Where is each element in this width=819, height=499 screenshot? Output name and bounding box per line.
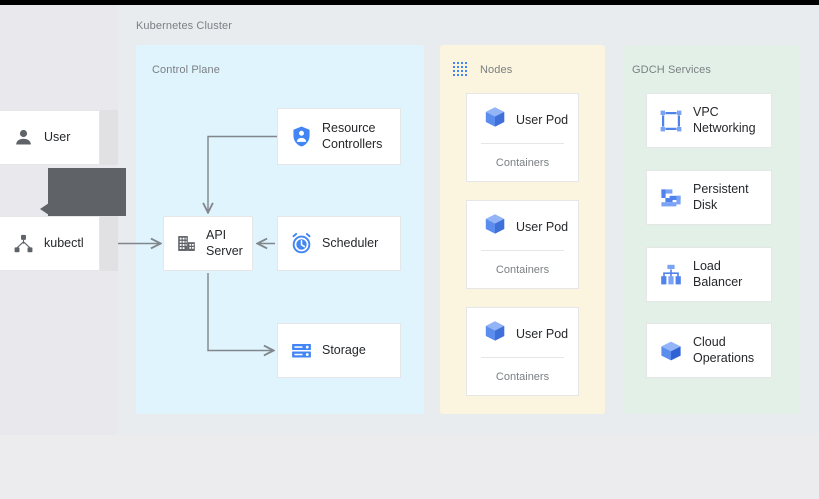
cluster-title: Kubernetes Cluster bbox=[136, 20, 232, 32]
service-label-cloud-operations: Cloud Operations bbox=[693, 335, 755, 365]
component-resource-controllers[interactable]: Resource Controllers bbox=[277, 108, 401, 165]
component-scheduler[interactable]: Scheduler bbox=[277, 216, 401, 271]
nodes-label: Nodes bbox=[480, 64, 513, 76]
pod-card[interactable]: User Pod Containers bbox=[466, 93, 579, 182]
shield-person-icon bbox=[290, 125, 313, 148]
actor-card-kubectl[interactable]: kubectl bbox=[0, 216, 100, 271]
pod-header: User Pod bbox=[467, 308, 578, 357]
service-card-vpc-networking[interactable]: VPC Networking bbox=[646, 93, 772, 148]
vpc-network-icon bbox=[659, 109, 683, 133]
service-label-load-balancer: Load Balancer bbox=[693, 259, 743, 289]
service-label-persistent-disk: Persistent Disk bbox=[693, 182, 749, 212]
kubectl-card-shadow bbox=[100, 216, 118, 271]
pod-label: User Pod bbox=[516, 219, 569, 234]
control-plane-label: Control Plane bbox=[152, 64, 220, 76]
service-label-vpc-networking: VPC Networking bbox=[693, 105, 756, 135]
person-icon bbox=[13, 127, 34, 148]
component-label-api-server: API Server bbox=[206, 228, 243, 258]
component-label-resource-controllers: Resource Controllers bbox=[322, 121, 383, 151]
cube-icon bbox=[483, 105, 507, 134]
service-card-cloud-operations[interactable]: Cloud Operations bbox=[646, 323, 772, 378]
pod-sublabel: Containers bbox=[495, 156, 550, 169]
pod-sublabel: Containers bbox=[495, 263, 550, 276]
pod-divider bbox=[481, 357, 564, 358]
pod-divider bbox=[481, 143, 564, 144]
component-storage[interactable]: Storage bbox=[277, 323, 401, 378]
gdch-services-label: GDCH Services bbox=[632, 64, 711, 76]
cube-icon bbox=[483, 319, 507, 348]
pod-header: User Pod bbox=[467, 201, 578, 250]
node-tree-icon bbox=[13, 233, 34, 254]
load-balancer-icon bbox=[659, 263, 683, 287]
dotted-grid-icon bbox=[453, 62, 467, 76]
server-stack-icon bbox=[290, 339, 313, 362]
cloud-operations-icon bbox=[659, 339, 683, 363]
component-label-storage: Storage bbox=[322, 342, 366, 357]
pod-header: User Pod bbox=[467, 94, 578, 143]
service-card-load-balancer[interactable]: Load Balancer bbox=[646, 247, 772, 302]
component-label-scheduler: Scheduler bbox=[322, 235, 379, 250]
alarm-clock-icon bbox=[290, 232, 313, 255]
actor-card-user[interactable]: User bbox=[0, 110, 100, 165]
pod-divider bbox=[481, 250, 564, 251]
persistent-disk-icon bbox=[659, 186, 683, 210]
building-icon bbox=[176, 233, 197, 254]
component-api-server[interactable]: API Server bbox=[163, 216, 253, 271]
pod-label: User Pod bbox=[516, 326, 569, 341]
service-card-persistent-disk[interactable]: Persistent Disk bbox=[646, 170, 772, 225]
cube-icon bbox=[483, 212, 507, 241]
pod-sublabel: Containers bbox=[495, 370, 550, 383]
actor-label-user: User bbox=[44, 129, 71, 144]
pod-card[interactable]: User Pod Containers bbox=[466, 307, 579, 396]
tooltip-pointer bbox=[40, 203, 49, 215]
actor-label-kubectl: kubectl bbox=[44, 235, 84, 250]
top-black-strip bbox=[0, 0, 819, 5]
tooltip-popup bbox=[48, 168, 126, 216]
pod-card[interactable]: User Pod Containers bbox=[466, 200, 579, 289]
pod-label: User Pod bbox=[516, 112, 569, 127]
user-card-shadow bbox=[100, 110, 118, 165]
